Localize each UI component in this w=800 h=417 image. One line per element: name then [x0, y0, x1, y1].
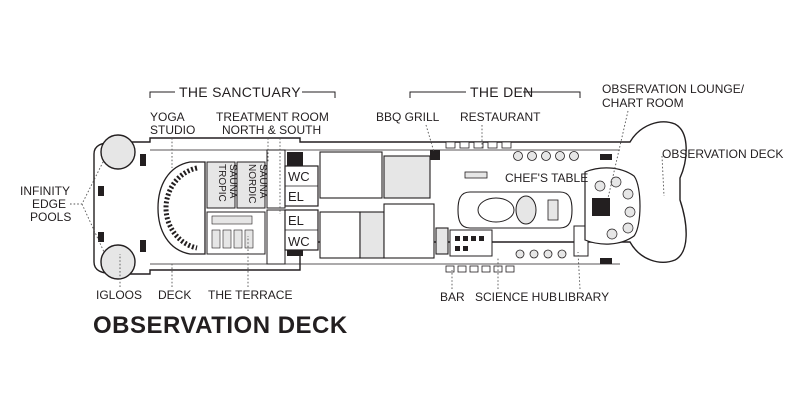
wc-label-top: WC	[288, 169, 310, 184]
infinity-pools-label-1: INFINITY	[20, 184, 70, 198]
bar-round-tables	[515, 249, 567, 259]
igloo-marker	[98, 186, 104, 196]
service-rooms	[319, 151, 449, 259]
deck-label: DECK	[158, 288, 191, 302]
nordic-sauna-label-1: NORDIC	[246, 164, 257, 203]
lounge-leader	[607, 110, 629, 199]
treatment-room-north	[266, 149, 286, 209]
obs-deck-leader	[661, 155, 665, 197]
nordic-sauna-label-2: SAUNA	[257, 164, 268, 199]
yoga-studio	[157, 161, 206, 255]
terrace-label: THE TERRACE	[208, 288, 292, 302]
bbq-leader	[425, 124, 435, 153]
treatment-room-south	[266, 209, 286, 265]
den-bracket	[409, 91, 581, 98]
restaurant-round-tables	[513, 151, 579, 161]
restaurant-label: RESTAURANT	[460, 110, 541, 124]
infinity-pool-bottom	[100, 244, 136, 280]
sanctuary-bracket	[149, 91, 336, 98]
tropic-sauna	[206, 161, 236, 209]
den-sofa	[477, 197, 515, 223]
wc-label-bottom: WC	[288, 234, 310, 249]
bbq-grill-label: BBQ GRILL	[376, 110, 440, 124]
bbq-grill	[430, 150, 440, 160]
infinity-leader	[70, 159, 105, 253]
deck-title: OBSERVATION DECK	[93, 312, 348, 339]
science-hub-label: SCIENCE HUB	[475, 290, 557, 304]
chefs-table-label: CHEF'S TABLE	[505, 171, 588, 185]
igloo-marker	[140, 240, 146, 252]
tropic-sauna-label-2: SAUNA	[227, 164, 238, 199]
observation-lounge-label-1: OBSERVATION LOUNGE/	[602, 82, 745, 96]
yoga-studio-label-2: STUDIO	[150, 123, 195, 137]
tropic-sauna-label-1: TROPIC	[216, 164, 227, 202]
infinity-pools-label-3: POOLS	[30, 210, 71, 224]
yoga-studio-label-1: YOGA	[150, 110, 185, 124]
observation-lounge-label-2: CHART ROOM	[602, 96, 684, 110]
igloo-marker	[140, 154, 146, 166]
el-label-top: EL	[288, 189, 304, 204]
igloo-marker	[98, 232, 104, 242]
bow-marker	[600, 154, 612, 160]
restaurant-tables	[445, 141, 512, 179]
yoga-studio-seating	[163, 165, 198, 251]
nordic-sauna	[236, 161, 266, 209]
sanctuary-zone-label: THE SANCTUARY	[179, 84, 301, 100]
science-hub-desks	[455, 236, 484, 251]
observation-deck-label: OBSERVATION DECK	[662, 147, 783, 161]
science-hub	[449, 229, 493, 257]
infinity-pool-top	[100, 134, 136, 170]
library-label: LIBRARY	[558, 290, 609, 304]
library-leader	[577, 251, 581, 290]
igloos-label: IGLOOS	[96, 288, 142, 302]
treatment-room-label-1: TREATMENT ROOM	[216, 110, 329, 124]
bow-marker	[600, 258, 612, 264]
chart-room-desk	[592, 198, 610, 216]
den-bench	[547, 199, 559, 221]
terrace-loungers	[211, 215, 254, 249]
treatment-room-label-2: NORTH & SOUTH	[222, 123, 321, 137]
den-table	[515, 195, 537, 225]
el-label-bottom: EL	[288, 213, 304, 228]
bar-counter	[445, 265, 515, 273]
hull-inner	[150, 149, 620, 265]
bar-label: BAR	[440, 290, 465, 304]
hull-outline	[93, 121, 687, 275]
den-zone-label: THE DEN	[470, 84, 534, 100]
infinity-pools-label-2: EDGE	[32, 197, 66, 211]
observation-lounge-seats	[594, 176, 636, 240]
